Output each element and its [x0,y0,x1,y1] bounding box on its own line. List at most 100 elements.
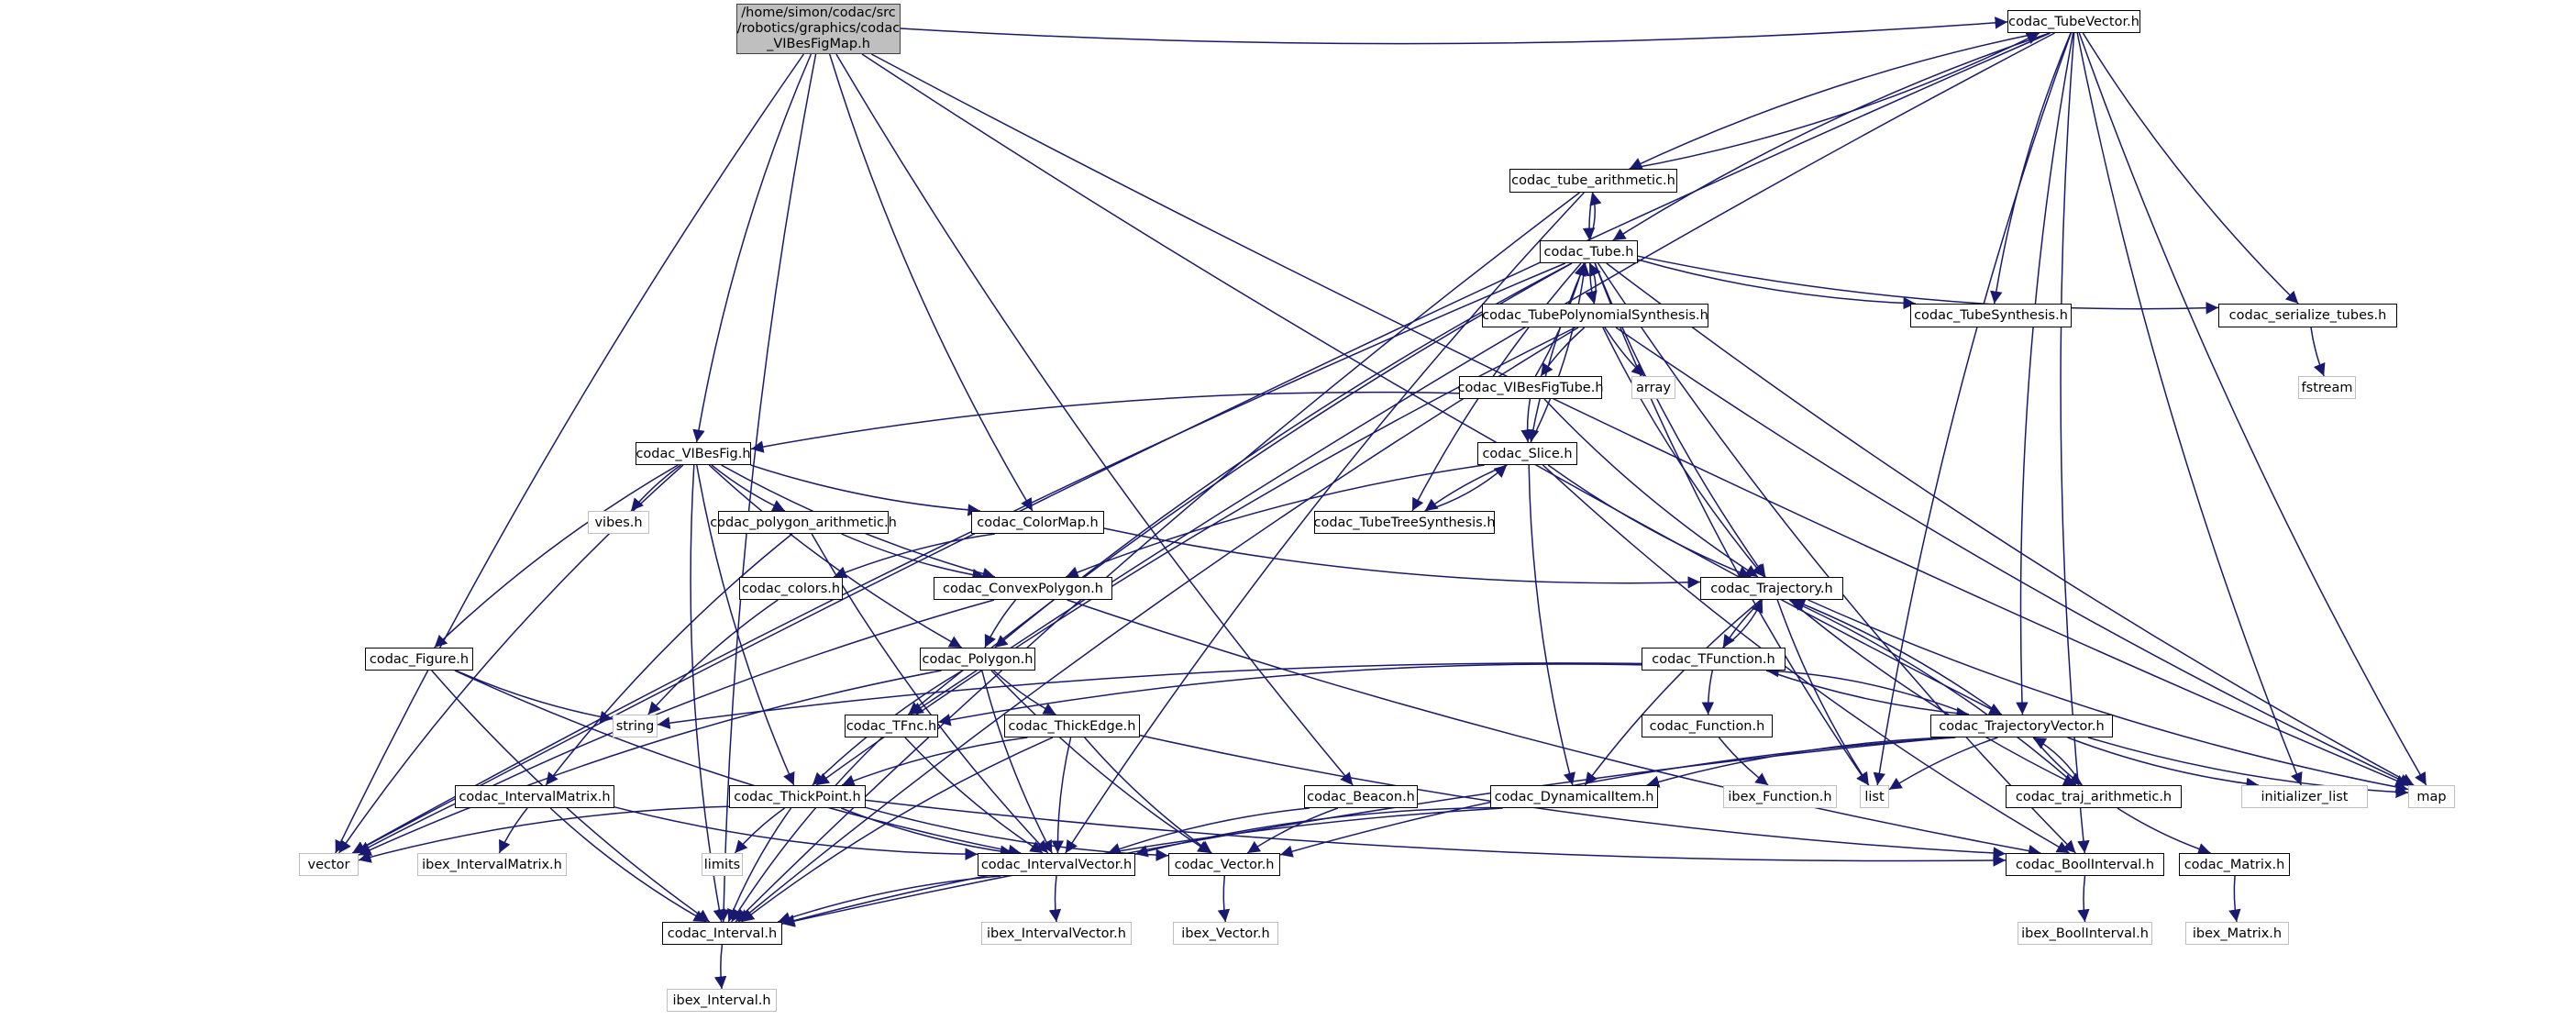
node-label: codac_IntervalMatrix.h [459,789,611,804]
edge-root-to-interval [717,53,817,923]
edge-convexpolygon-to-polygon [984,599,1017,649]
node-label: codac_Slice.h [1482,446,1573,461]
node-label: codac_VIBesFigTube.h [1457,380,1604,395]
edge-colormap-to-trajectory [1103,527,1701,589]
node-codac-polygon-h[interactable]: codac_Polygon.h [920,648,1035,671]
node-codac-vector-h[interactable]: codac_Vector.h [1168,853,1280,876]
node-vector: vector [299,853,359,876]
edge-thickedge-to-intervalvector [1051,737,1072,854]
node-label: codac_ThickPoint.h [734,789,861,804]
edge-thickpoint-to-intervalvector [840,807,1013,858]
edge-tube-to-serialize [1637,255,2219,315]
edge-root-to-trajvector [861,53,2003,715]
node-codac-thickpoint-h[interactable]: codac_ThickPoint.h [729,785,866,808]
node-codac-tube-arithmetic-h[interactable]: codac_tube_arithmetic.h [1509,169,1677,193]
node-codac-tubevector-h[interactable]: codac_TubeVector.h [2007,10,2140,33]
node-codac-intervalvector-h[interactable]: codac_IntervalVector.h [978,853,1135,876]
node-label: map [2416,789,2447,804]
edge-tube-arith-to-intervalvector [1065,192,1585,854]
node-label: ibex_IntervalVector.h [987,926,1126,941]
edge-tube-to-boolinterval [1597,262,2076,854]
node-codac-function-h[interactable]: codac_Function.h [1642,715,1773,737]
node-label: codac_polygon_arithmetic.h [710,515,897,530]
edge-tfunction-to-string [657,662,1642,729]
node-label: codac_ConvexPolygon.h [943,581,1103,596]
node-codac-thickedge-h[interactable]: codac_ThickEdge.h [1004,715,1140,737]
node-codac-matrix-h[interactable]: codac_Matrix.h [2179,853,2290,876]
node-codac-convexpolygon-h[interactable]: codac_ConvexPolygon.h [934,577,1112,600]
node-label: codac_ColorMap.h [977,515,1099,530]
edge-tubetree-to-slice [1424,464,1508,512]
node-label: codac_TubeSynthesis.h [1914,308,2068,323]
node-codac-tfnc-h[interactable]: codac_TFnc.h [845,715,938,737]
edge-tube-to-tube-arith [1588,192,1602,241]
edge-dynamicalitem-to-interval [781,807,1503,927]
node-codac-slice-h[interactable]: codac_Slice.h [1477,442,1577,465]
edge-tubevector-to-tfnc [910,32,2055,715]
edge-trajectory-to-dynamicalitem [1584,599,1762,786]
edge-vector-to-ibex-vector [1217,875,1231,923]
edge-thickedge-to-boolinterval [1139,734,2007,859]
node-codac-colormap-h[interactable]: codac_ColorMap.h [971,511,1104,534]
edge-poly-arith-to-intervalmatrix [545,533,793,786]
edge-root-to-vector [335,53,805,854]
node-codac-intervalmatrix-h[interactable]: codac_IntervalMatrix.h [455,785,614,808]
node-codac-beacon-h[interactable]: codac_Beacon.h [1304,785,1418,808]
node-codac-dynamicalitem-h[interactable]: codac_DynamicalItem.h [1490,785,1658,808]
edge-tfunction-to-tfnc [937,663,1642,726]
edge-tube-to-vector [351,262,1566,854]
node-codac-traj-arithmetic-h[interactable]: codac_traj_arithmetic.h [2006,785,2182,808]
edge-tubevector-to-trajvector [2016,32,2074,715]
edge-intervalmatrix-to-interval [549,807,707,923]
edge-root-to-colormap [828,53,1034,512]
edge-thickedge-to-thickpoint [841,737,1028,787]
edge-tubevector-to-init-list [2076,32,2303,786]
edge-slice-to-convexpolygon [1066,464,1485,579]
edge-vibesfig-to-poly-arith [711,464,786,512]
edge-tfunction-to-trajectory [1722,599,1763,649]
edge-thickedge-to-interval [741,737,1054,923]
edge-tubevector-to-list [1873,32,2073,786]
edge-thickpoint-to-limits [734,807,786,854]
node-codac-interval-h[interactable]: codac_Interval.h [662,922,782,945]
node-label: codac_Function.h [1649,718,1765,734]
node-codac-boolinterval-h[interactable]: codac_BoolInterval.h [2006,853,2164,876]
edge-tubevector-to-map [2078,32,2427,786]
edge-thickpoint-to-interval [727,807,792,923]
node-label: codac_BoolInterval.h [2015,857,2155,872]
node-codac-trajectory-h[interactable]: codac_Trajectory.h [1700,577,1843,600]
node-codac-vibesfig-h[interactable]: codac_VIBesFig.h [636,442,751,465]
node-codac-serialize-tubes-h[interactable]: codac_serialize_tubes.h [2218,304,2397,327]
edge-root-to-vibesfig [692,53,813,443]
node-codac-colors-h[interactable]: codac_colors.h [739,577,843,600]
node-codac-vibesfigtube-h[interactable]: codac_VIBesFigTube.h [1457,376,1604,399]
node-label: codac_tube_arithmetic.h [1511,173,1675,188]
edge-interval-to-ibex-interval [713,944,727,990]
node-codac-figure-h[interactable]: codac_Figure.h [365,648,473,671]
edge-polygon-to-vector [990,670,1211,854]
node-string: string [613,715,658,737]
root-node-label-line: /home/simon/codac/src [741,6,896,20]
edge-trajvector-to-interval [781,737,1951,927]
node-limits: limits [702,853,743,876]
root-node-label-line: _VIBesFigMap.h [767,37,870,51]
node-label: codac_colors.h [741,581,841,596]
edge-convexpolygon-to-vector [357,599,995,854]
node-codac-tube-h[interactable]: codac_Tube.h [1540,240,1638,263]
node-codac-polygon-arithmetic-h[interactable]: codac_polygon_arithmetic.h [710,511,897,534]
edge-slice-to-trajectory [1547,464,1752,579]
edge-beacon-to-vector [1246,807,1339,854]
edge-vibesfigtube-to-vibesfig [750,391,1460,453]
node-codac-tubetreesynthesis-h[interactable]: codac_TubeTreeSynthesis.h [1313,511,1496,534]
node-codac-tubepolynomialsynthesis-h[interactable]: codac_TubePolynomialSynthesis.h [1482,304,1708,327]
node-codac-tfunction-h[interactable]: codac_TFunction.h [1642,648,1786,671]
node-codac-trajectoryvector-h[interactable]: codac_TrajectoryVector.h [1930,715,2113,737]
node-label: codac_Polygon.h [922,651,1034,667]
node-label: initializer_list [2261,789,2349,804]
edge-tfnc-to-intervalvector [904,737,1044,854]
edge-root-to-beacon [835,53,1354,786]
edge-slice-to-boolinterval [1542,464,2070,854]
edge-tubevector-to-vector [352,32,2051,854]
edge-tube-to-tfnc [907,262,1573,715]
node-codac-tubesynthesis-h[interactable]: codac_TubeSynthesis.h [1910,304,2072,327]
